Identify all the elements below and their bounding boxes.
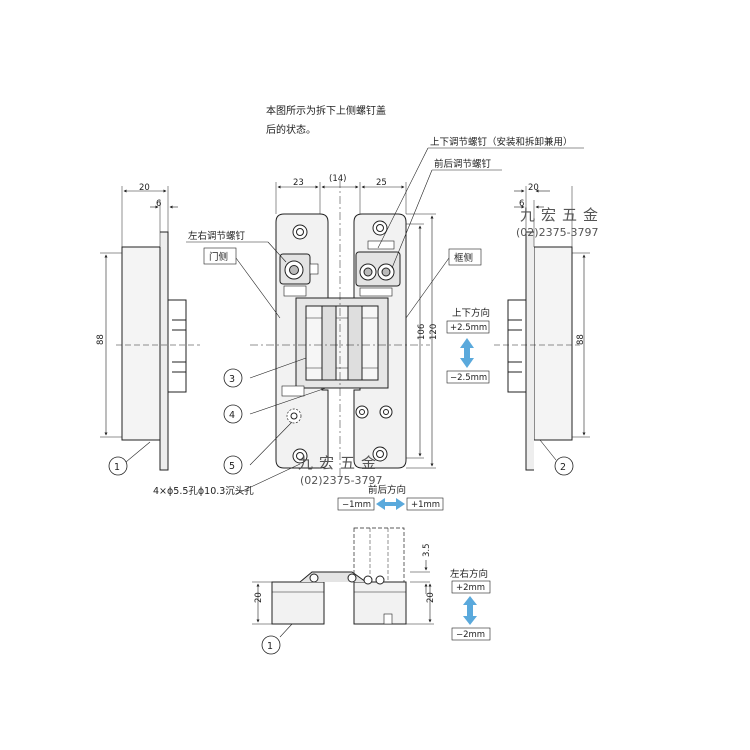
label-frame-side: 框侧 [454, 252, 473, 264]
frontback-title: 前后方向 [368, 484, 406, 496]
updown-title: 上下方向 [452, 307, 490, 319]
callout-circle-1 [108, 456, 128, 476]
label-updown-screw: 上下调节螺钉（安装和拆卸兼用） [430, 136, 573, 148]
leftright-plus-box [451, 580, 491, 594]
label-door-side: 门侧 [209, 251, 228, 263]
callouts [108, 368, 574, 655]
dim-right-height: 88 [576, 334, 586, 345]
dim-top-23: 23 [293, 178, 304, 188]
left-side-view [100, 186, 200, 471]
callout-circle-4 [223, 404, 243, 424]
right-side-view [494, 186, 590, 471]
dim-20-left: 20 [254, 592, 264, 603]
hinge-front-view [250, 180, 436, 480]
callout-circle-2 [554, 456, 574, 476]
dim-top-14: (14) [329, 174, 346, 184]
dim-right-width: 20 [528, 183, 539, 193]
leftright-minus-box [451, 627, 491, 641]
dim-left-width: 20 [139, 183, 150, 193]
callout-3: 3 [229, 374, 235, 385]
watermark-phone-top: (02)2375-3797 [516, 226, 599, 239]
dim-3-5: 3.5 [422, 543, 432, 557]
label-leftright-screw: 左右调节螺钉 [188, 230, 246, 242]
frontback-minus: −1mm [342, 500, 371, 510]
leftright-arrow-icon [463, 596, 477, 625]
callout-1: 1 [114, 462, 120, 473]
dim-20-right: 20 [426, 592, 436, 603]
leftright-minus: −2mm [456, 630, 485, 640]
leader-lines [186, 147, 584, 495]
leftright-title: 左右方向 [450, 568, 488, 580]
callout-circle-3 [223, 368, 243, 388]
frontback-minus-box [337, 497, 375, 511]
frontback-plus: +1mm [411, 500, 440, 510]
watermark-phone-center: (02)2375-3797 [300, 474, 383, 487]
callout-4: 4 [229, 410, 235, 421]
dim-top-25: 25 [376, 178, 387, 188]
dim-right-width-2: 6 [519, 199, 524, 209]
dim-106: 106 [417, 324, 427, 340]
note-line-2: 后的状态。 [266, 123, 316, 136]
dim-left-height: 88 [96, 334, 106, 345]
updown-plus: +2.5mm [450, 323, 487, 333]
updown-minus: −2.5mm [450, 373, 487, 383]
dim-120: 120 [429, 324, 439, 340]
callout-circle-5 [223, 455, 243, 475]
callout-circle-1b [261, 635, 281, 655]
updown-plus-box [446, 320, 490, 334]
hinge-top-view [252, 527, 434, 638]
updown-minus-box [446, 370, 490, 384]
note-line-1: 本图所示为拆下上侧螺钉盖 [266, 104, 386, 117]
frontback-plus-box [406, 497, 444, 511]
watermark-text-center: 九宏五金 [298, 454, 382, 472]
updown-arrow-icon [460, 338, 474, 368]
watermark-text-top: 九宏五金 [520, 206, 604, 224]
callout-2: 2 [560, 462, 566, 473]
callout-1-bottom: 1 [267, 641, 273, 652]
label-frontback-screw: 前后调节螺钉 [434, 158, 492, 170]
leftright-plus: +2mm [456, 583, 485, 593]
callout-5: 5 [229, 461, 235, 472]
label-holes: 4×ϕ5.5孔ϕ10.3沉头孔 [153, 485, 254, 497]
frontback-arrow-icon [376, 498, 405, 510]
dim-left-width-2: 6 [156, 199, 161, 209]
